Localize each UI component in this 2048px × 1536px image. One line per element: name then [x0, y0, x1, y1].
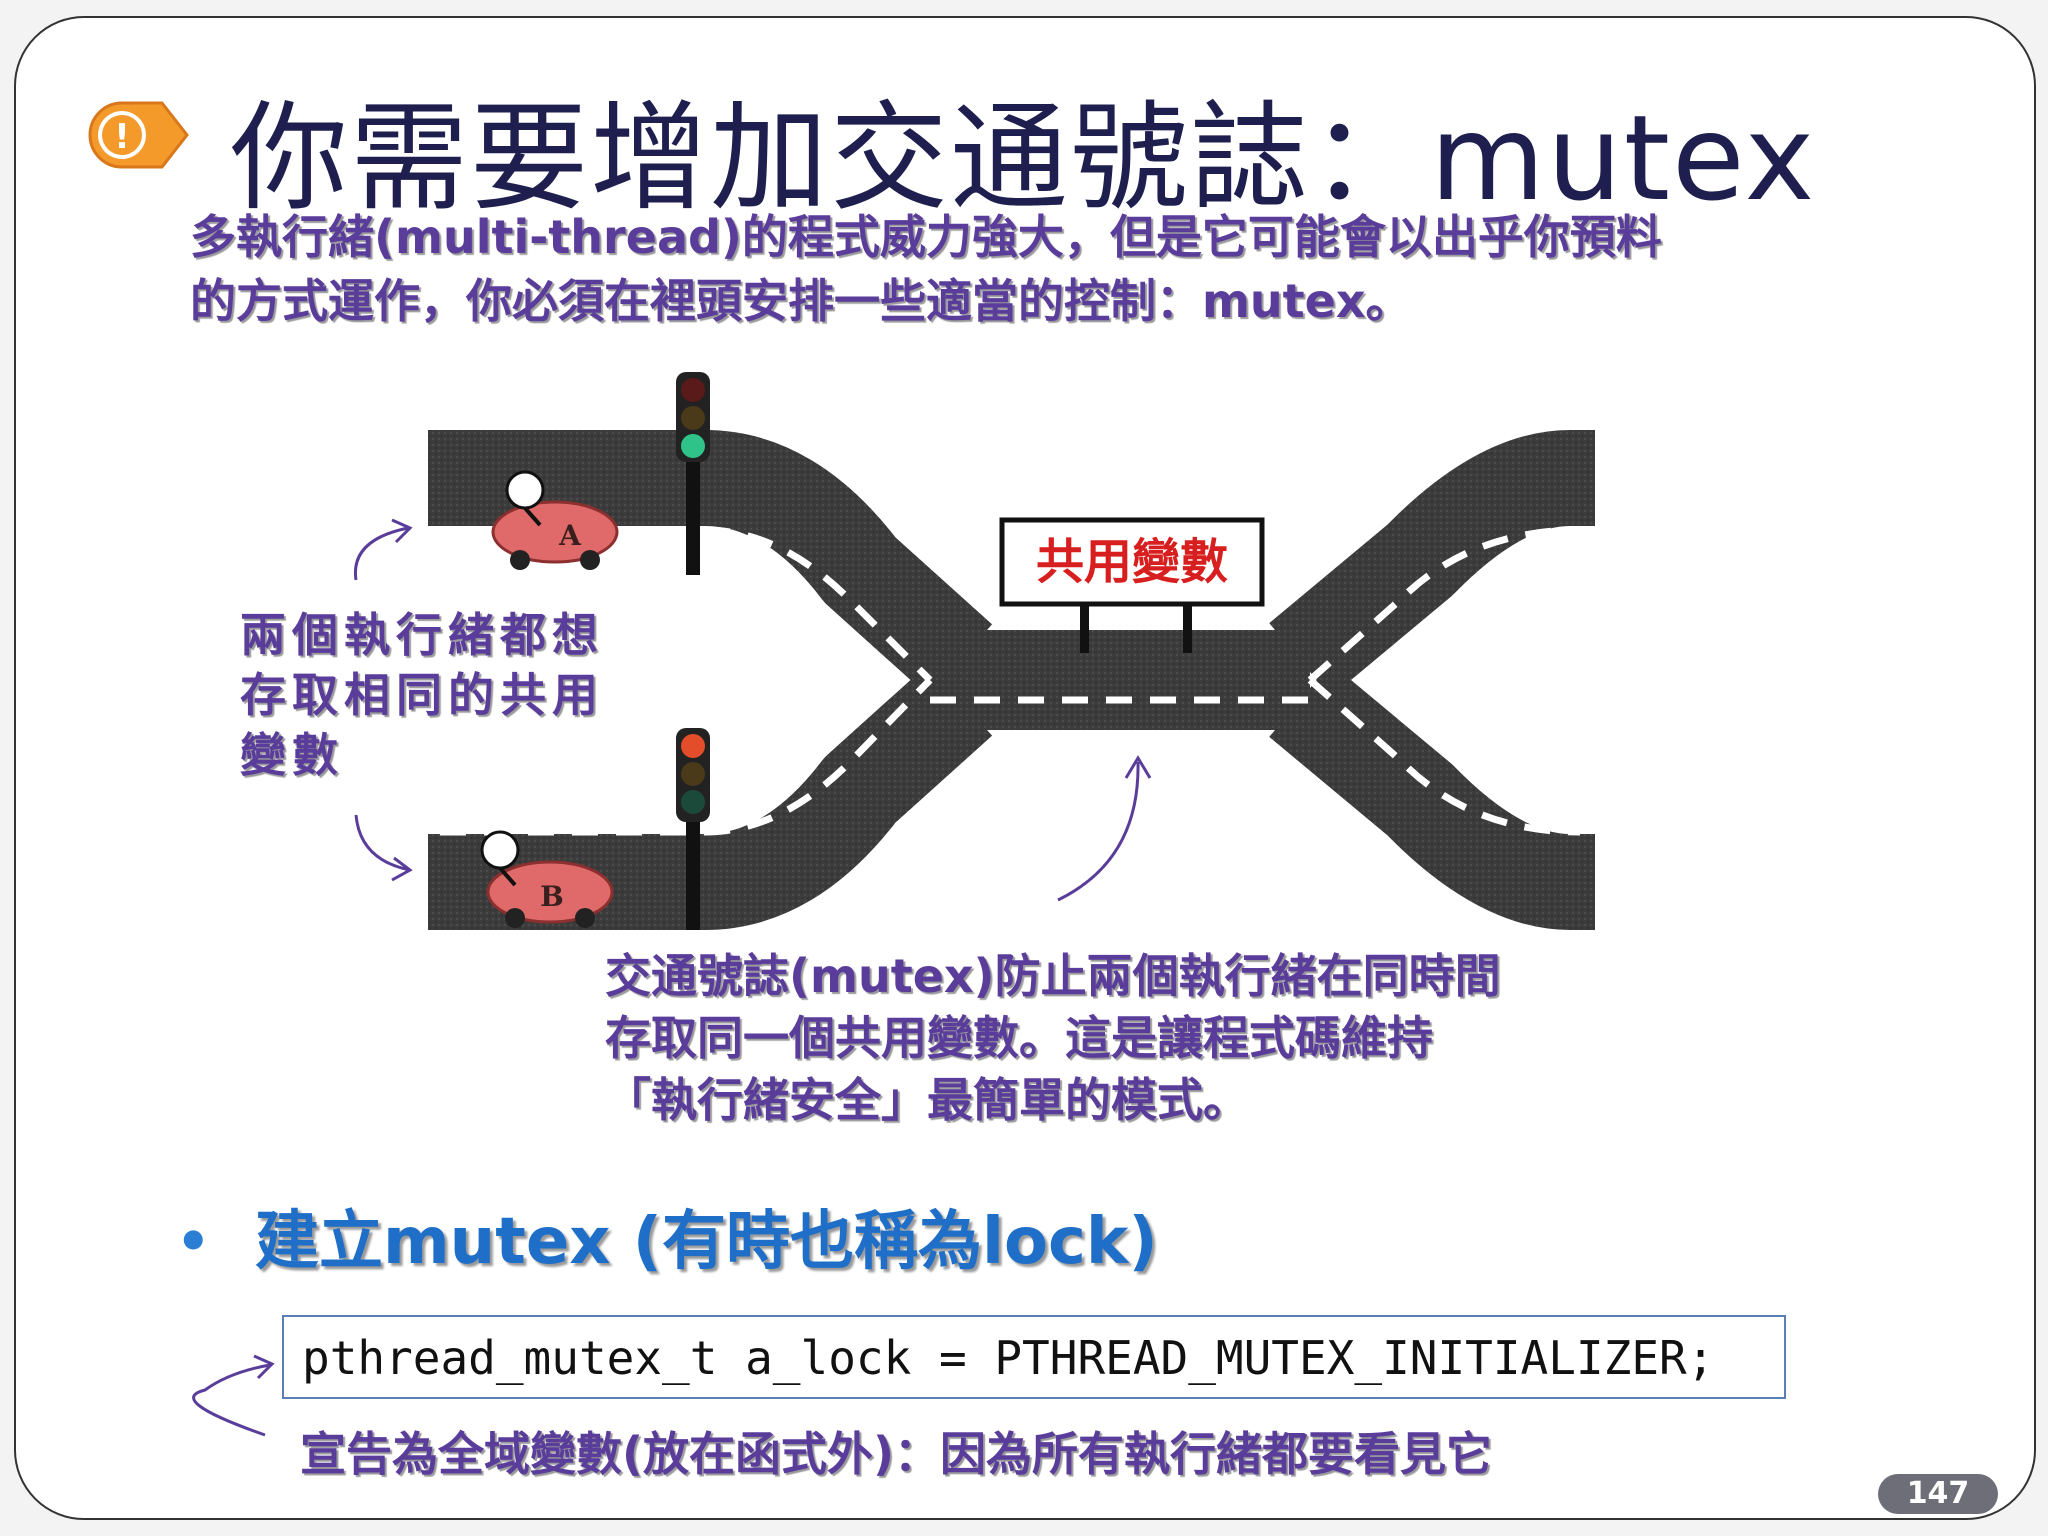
arrow-icon [354, 814, 413, 882]
traffic-light-icon [676, 372, 710, 575]
slide-frame [14, 16, 2036, 1520]
shared-variable-sign [999, 517, 1265, 607]
intro-line-2: 的方式運作，你必須在裡頭安排一些適當的控制：mutex。 [190, 274, 1412, 328]
road-bottom-left [428, 664, 993, 930]
left-note-line-3: 變數 [240, 728, 344, 782]
code-line: pthread_mutex_t a_lock = PTHREAD_MUTEX_I… [302, 1331, 1715, 1385]
sign-post-right [1183, 605, 1192, 653]
warning-tag-icon: ! [88, 101, 189, 169]
mutex-note-line-1: 交通號誌(mutex)防止兩個執行緒在同時間 [605, 949, 1501, 1003]
road-top-right [1269, 430, 1618, 697]
declare-note: 宣告為全域變數(放在函式外)：因為所有執行緒都要看見它 [300, 1427, 1493, 1481]
mutex-note-line-2: 存取同一個共用變數。這是讓程式碼維持 [605, 1011, 1433, 1065]
lane-markings [440, 526, 1581, 836]
car-b-icon: B [480, 830, 614, 928]
page-title: 你需要增加交通號誌：mutex [230, 89, 1817, 227]
left-note-line-1: 兩個執行緒都想 [240, 608, 604, 662]
left-note: 兩個執行緒都想 存取相同的共用 變數 [240, 605, 604, 785]
car-b-label: B [540, 880, 564, 913]
traffic-light-icon [676, 728, 710, 930]
road-top-left [428, 430, 993, 696]
mutex-note: 交通號誌(mutex)防止兩個執行緒在同時間 存取同一個共用變數。這是讓程式碼維… [605, 945, 1501, 1131]
sign-post-left [1080, 605, 1089, 653]
mutex-note-line-3: 「執行緒安全」最簡單的模式。 [605, 1073, 1249, 1127]
intro-text: 多執行緒(multi-thread)的程式威力強大，但是它可能會以出乎你預料 的… [190, 205, 1662, 333]
page-number: 147 [1878, 1474, 1998, 1514]
left-note-line-2: 存取相同的共用 [240, 668, 604, 722]
arrow-icon [192, 1354, 275, 1437]
car-a-label: A [558, 519, 582, 552]
bullet-dot: • [176, 1210, 211, 1273]
bullet-text: 建立mutex (有時也稱為lock) [255, 1205, 1158, 1279]
code-box: pthread_mutex_t a_lock = PTHREAD_MUTEX_I… [282, 1315, 1786, 1399]
car-a-icon: A [491, 470, 619, 570]
intro-line-1: 多執行緒(multi-thread)的程式威力強大，但是它可能會以出乎你預料 [190, 210, 1662, 264]
sign-label: 共用變數 [1036, 534, 1228, 590]
arrow-icon [1057, 755, 1152, 902]
arrow-icon [353, 518, 413, 581]
road-bottom-right [1269, 663, 1618, 930]
svg-text:!: ! [114, 117, 130, 157]
